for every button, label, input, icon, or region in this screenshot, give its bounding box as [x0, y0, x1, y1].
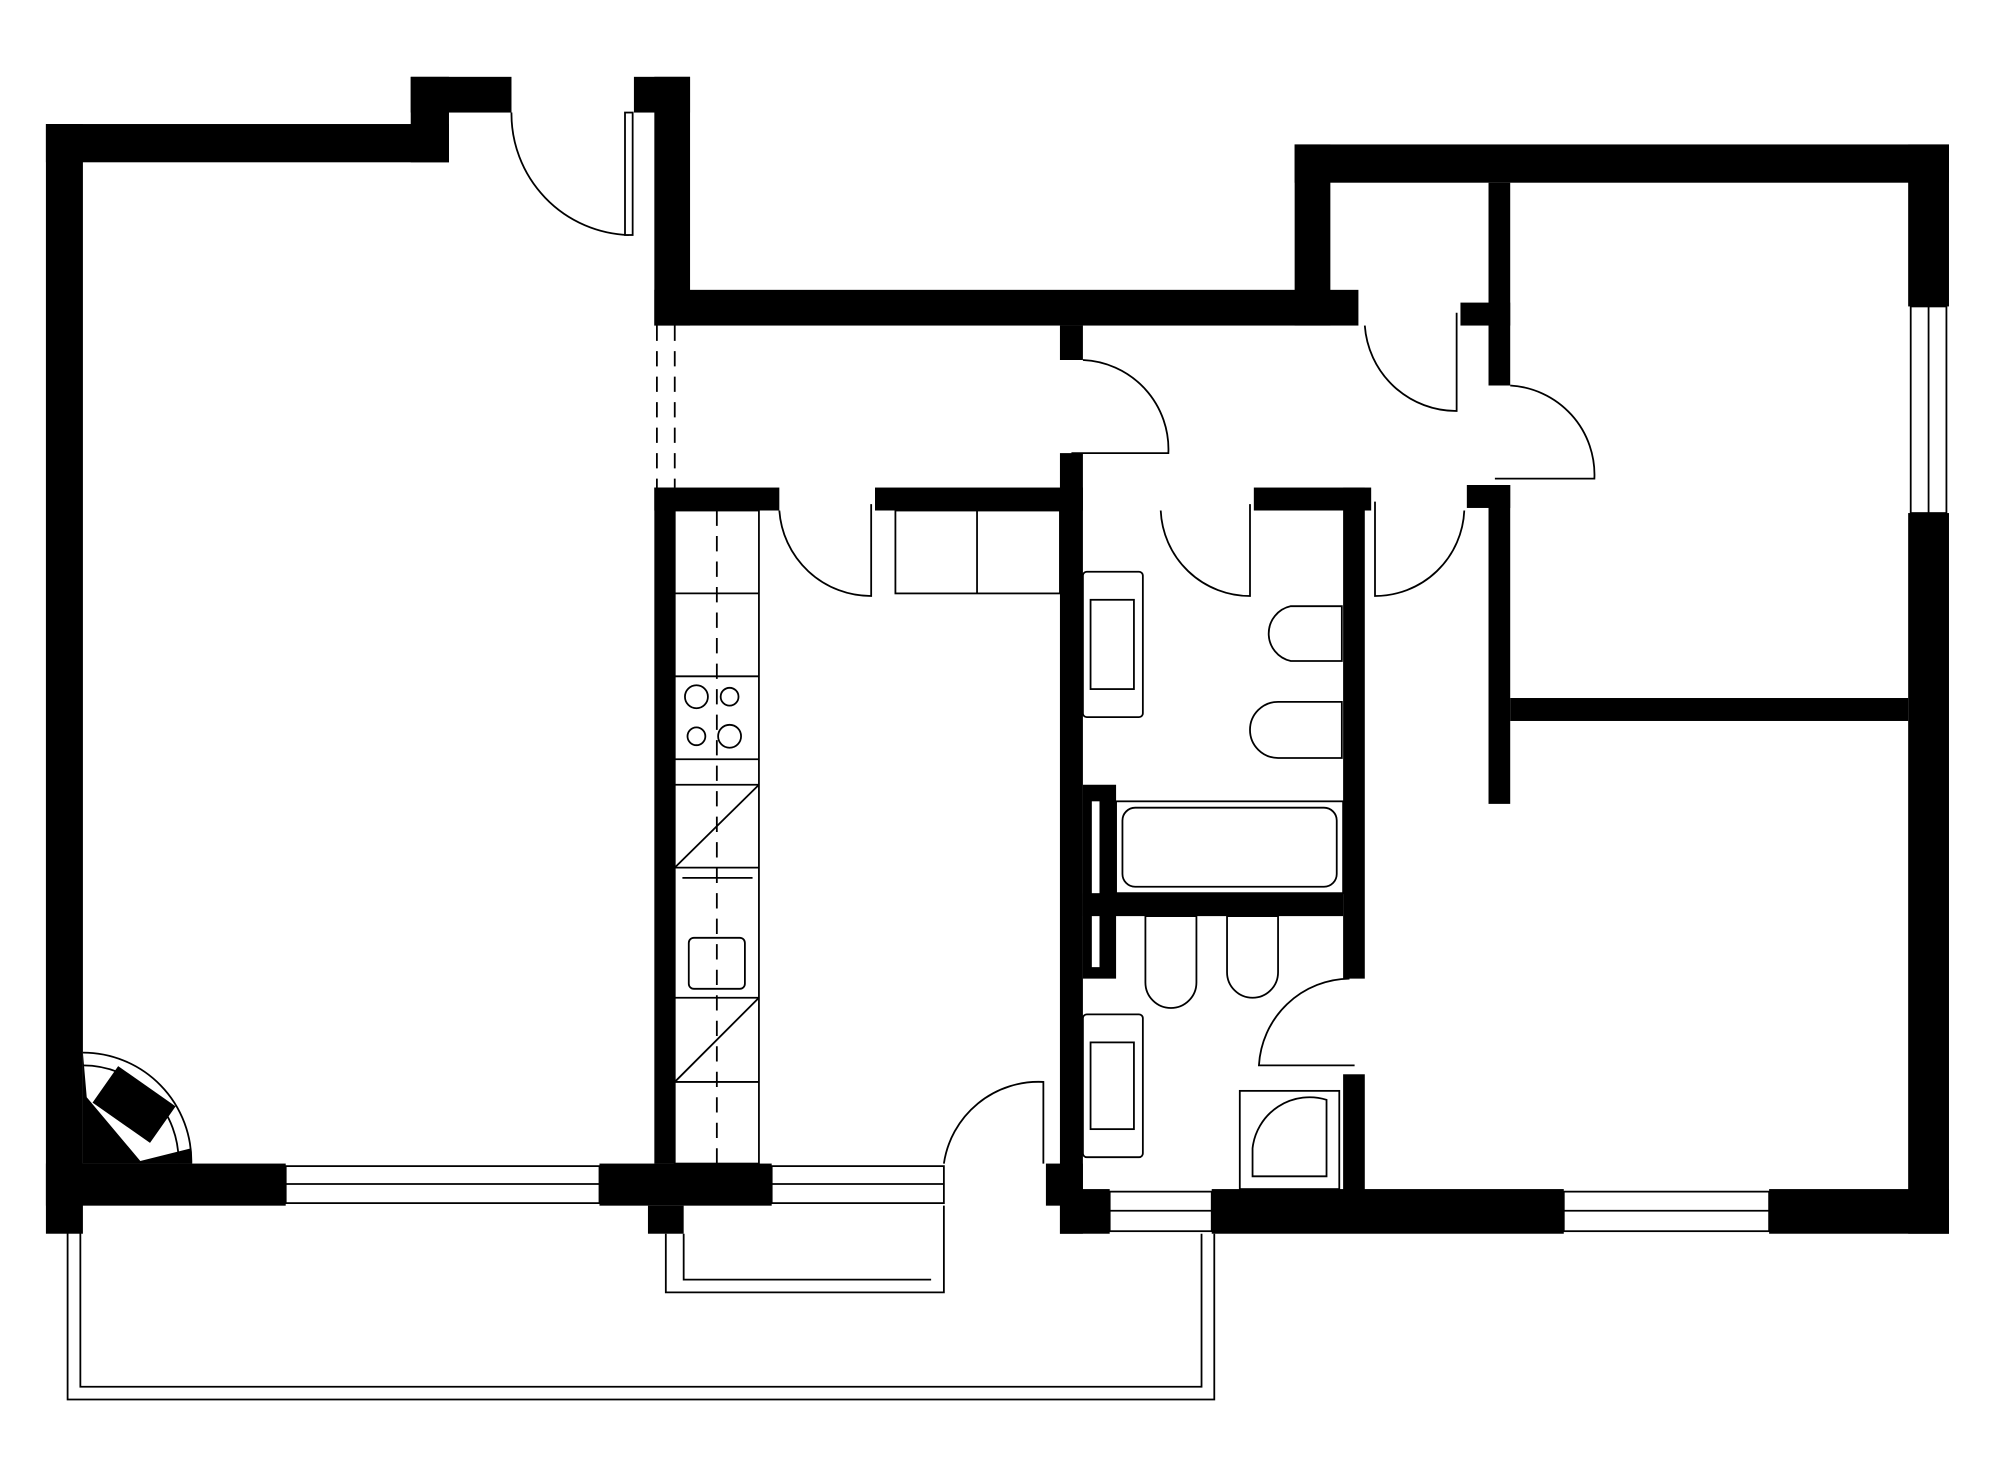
door-storage	[1363, 312, 1458, 412]
wall-bottom-right	[1211, 1189, 1564, 1234]
wall-right-lower	[1908, 513, 1949, 1234]
wall-bedroom-left	[1488, 485, 1511, 804]
wall-kitchen-top-left	[654, 487, 780, 511]
windows	[82, 305, 1948, 1233]
door-kitchen	[778, 504, 873, 597]
balcony-large	[66, 1205, 1216, 1401]
bidet-2-icon	[1226, 915, 1279, 999]
bathtub	[1115, 800, 1345, 895]
door-bedroom	[1494, 384, 1596, 480]
door-bathroom	[1159, 504, 1251, 597]
wall-left-outer	[45, 124, 83, 1234]
kitchen-fixtures	[673, 509, 1061, 1165]
wall-hall-top	[654, 289, 1359, 326]
wall-kitchen-top-right	[875, 487, 1083, 511]
washbasin	[1082, 570, 1144, 719]
walls	[45, 76, 1949, 1234]
door-entrance	[510, 112, 629, 236]
balconies	[66, 1205, 1216, 1401]
wall-bottom-mid-stub	[647, 1205, 684, 1234]
wall-kitchen-left	[654, 487, 675, 1164]
wall-bath-right	[1343, 487, 1365, 979]
bidet-icon	[1267, 605, 1343, 662]
wall-bath-top	[1253, 487, 1372, 511]
wall-bottom-center-2	[1059, 1189, 1110, 1234]
wall-entrance-vertical	[654, 76, 691, 326]
desk	[92, 1066, 176, 1143]
wall-bath-divider	[1082, 893, 1344, 917]
wall-bottom-left	[45, 1163, 286, 1206]
stove-icon	[684, 684, 742, 749]
wall-bath2-right	[1343, 1074, 1365, 1196]
shower	[1238, 1089, 1341, 1190]
wall-top-right	[1294, 144, 1949, 183]
wall-storage-stub	[1460, 302, 1511, 326]
bathroom-fixtures	[1082, 570, 1345, 1190]
washbasin-2	[1082, 1013, 1144, 1159]
balcony-small	[664, 1205, 945, 1294]
wall-top-left	[45, 124, 449, 163]
door-bath-right	[1374, 501, 1466, 597]
wall-bottom-far-right	[1769, 1189, 1949, 1234]
toilet-2-icon	[1144, 915, 1198, 1009]
wall-hall-stub	[1059, 325, 1083, 360]
door-balcony	[942, 1080, 1045, 1164]
wall-top-notch-vertical	[410, 76, 449, 163]
oven-diagonal	[674, 784, 760, 869]
kitchen-counter	[673, 509, 760, 1165]
toilet-icon	[1249, 700, 1343, 759]
wall-right-upper	[1908, 144, 1949, 307]
wall-bedroom-stub	[1466, 485, 1511, 508]
doors	[510, 111, 1596, 1164]
corner-chamfer	[82, 1052, 192, 1164]
door-hall	[1071, 359, 1170, 455]
wall-storage-right	[1488, 182, 1511, 386]
window-bay	[82, 1051, 193, 1164]
wall-bedroom-divider	[1510, 698, 1909, 721]
sink-icon	[687, 936, 746, 990]
wall-center-vertical	[1059, 453, 1083, 1234]
door-bath2	[1257, 977, 1355, 1067]
wall-bottom-mid	[599, 1163, 772, 1206]
